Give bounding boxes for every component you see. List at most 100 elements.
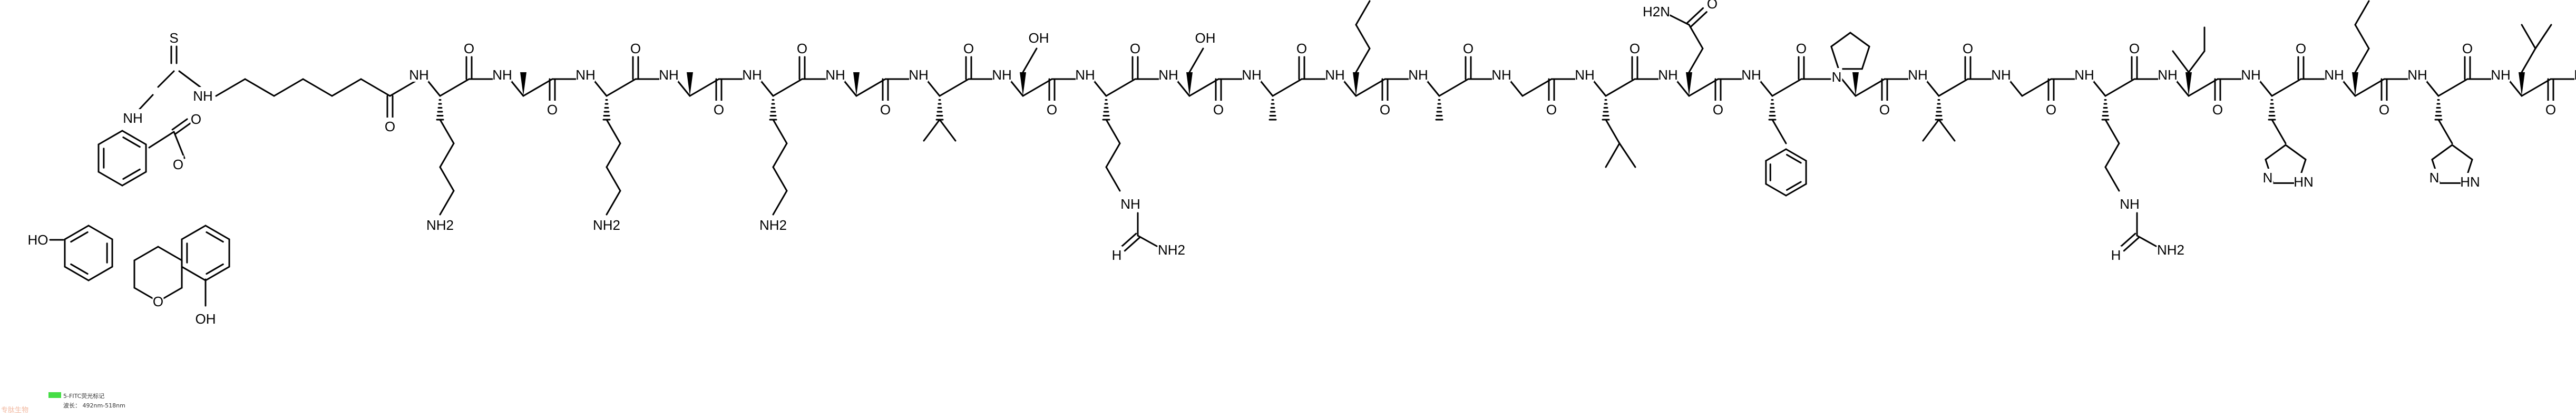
stereo-bond bbox=[687, 72, 693, 96]
backbone-bond bbox=[439, 78, 470, 97]
backbone-bond bbox=[2174, 78, 2190, 97]
backbone-carbonyl-oxygen: O bbox=[1463, 41, 1474, 56]
backbone-bond bbox=[1924, 78, 1940, 97]
atom-label-bg bbox=[168, 29, 180, 45]
backbone-nh: NH bbox=[409, 67, 429, 83]
backbone-carbonyl-oxygen: O bbox=[714, 102, 724, 118]
fitc-lactone-bond bbox=[148, 131, 175, 149]
histidine-side-chain bbox=[2437, 119, 2453, 144]
backbone-bond bbox=[2437, 78, 2468, 97]
backbone-nh: NH bbox=[2158, 67, 2178, 83]
backbone-bond bbox=[1258, 78, 1274, 97]
backbone-bond bbox=[1674, 78, 1690, 97]
backbone-bond bbox=[592, 78, 608, 97]
backbone-carbonyl-oxygen: O bbox=[2545, 102, 2556, 118]
atom-label-layer: OOOHOOHNHSNHONHONH2NHONHONH2NHONHONH2NHO… bbox=[28, 0, 2576, 327]
atom-label-bg bbox=[2045, 101, 2057, 116]
backbone-nh: NH bbox=[2324, 67, 2344, 83]
atom-label-bg bbox=[2158, 66, 2177, 82]
lysine-side-chain bbox=[772, 142, 788, 168]
lysine-side-chain bbox=[772, 166, 788, 192]
arginine-side-chain bbox=[2104, 142, 2120, 168]
phenyl-ring bbox=[1765, 148, 1787, 162]
backbone-bond bbox=[425, 78, 441, 97]
leucine-side-chain bbox=[1605, 142, 1621, 168]
backbone-carbonyl-oxygen: O bbox=[2296, 41, 2306, 56]
legend-wavelength: 波长： 492nm-518nm bbox=[63, 402, 125, 409]
backbone-bond bbox=[2340, 78, 2356, 97]
atom-label-bg bbox=[1159, 66, 1178, 82]
atom-label-bg bbox=[1462, 40, 1474, 55]
atom-label-bg bbox=[1658, 66, 1677, 82]
lysine-side-chain bbox=[606, 142, 621, 168]
backbone-bond bbox=[758, 78, 774, 97]
atom-label-bg bbox=[1129, 40, 1141, 55]
atom-label-bg bbox=[963, 40, 974, 55]
backbone-nh: NH bbox=[1658, 67, 1678, 83]
backbone-bond bbox=[1175, 78, 1191, 97]
backbone-nh: NH bbox=[1242, 67, 1262, 83]
backbone-bond bbox=[1758, 78, 1773, 97]
stereo-bond bbox=[2352, 72, 2358, 96]
stereo-bond bbox=[1353, 72, 1359, 96]
atom-label-bg bbox=[2491, 66, 2510, 82]
backbone-carbonyl-oxygen: O bbox=[464, 41, 474, 56]
atom-label-bg bbox=[2295, 40, 2307, 55]
backbone-nh: NH bbox=[2491, 67, 2511, 83]
phenyl-ring bbox=[1785, 148, 1807, 162]
lysine-side-chain bbox=[439, 166, 455, 192]
backbone-carbonyl-oxygen: O bbox=[547, 102, 558, 118]
arginine-side-chain bbox=[1355, 24, 1371, 50]
backbone-bond bbox=[1438, 78, 1469, 97]
atom-label-bg bbox=[1213, 101, 1224, 116]
atom-label-bg bbox=[493, 66, 512, 82]
backbone-bond bbox=[1091, 78, 1107, 97]
atom-label-bg bbox=[659, 66, 678, 82]
fitc-xanthene-left-ring bbox=[70, 263, 89, 275]
backbone-nh: NH bbox=[2241, 67, 2261, 83]
imidazole-n: N bbox=[2263, 170, 2273, 186]
atom-label-bg bbox=[2262, 169, 2273, 184]
thiocarbonyl-sulfur: S bbox=[169, 30, 178, 46]
hydroxyl-right: OH bbox=[196, 311, 216, 327]
backbone-nh: NH bbox=[1408, 67, 1428, 83]
backbone-nh: NH bbox=[1991, 67, 2011, 83]
atom-label-bg bbox=[1629, 40, 1641, 55]
phenylalanine-side-chain bbox=[1771, 119, 1787, 144]
atom-label-bg bbox=[1029, 29, 1048, 45]
backbone-bond bbox=[772, 78, 803, 97]
fitc-xanthene-right-ring bbox=[181, 225, 207, 240]
atom-label-bg bbox=[547, 101, 558, 116]
thiourea-nh-right: NH bbox=[193, 88, 213, 104]
serine-side-chain bbox=[1022, 47, 1038, 73]
proline-n: N bbox=[1832, 69, 1842, 85]
glutamine-amide-h2n: H2N bbox=[1643, 4, 1670, 20]
atom-label-bg bbox=[1796, 40, 1807, 55]
imidazole-nh: HN bbox=[2460, 174, 2480, 190]
backbone-bond bbox=[1841, 78, 1857, 97]
backbone-bond bbox=[1022, 78, 1053, 97]
backbone-bond bbox=[2354, 78, 2385, 97]
arginine-nh: NH bbox=[1120, 196, 1140, 212]
guanidine-amine: NH2 bbox=[2157, 242, 2184, 258]
thiourea-bond bbox=[178, 70, 201, 88]
atom-label-bg bbox=[630, 40, 641, 55]
thiourea-bond bbox=[157, 70, 175, 88]
fitc-xanthene-left-ring bbox=[87, 225, 113, 240]
glutamine-side-chain bbox=[1688, 47, 1704, 73]
backbone-bond bbox=[606, 78, 637, 97]
atom-label-bg bbox=[2120, 195, 2139, 211]
atom-label-bg bbox=[1992, 66, 2011, 82]
backbone-carbonyl-oxygen: O bbox=[1130, 41, 1140, 56]
atom-label-bg bbox=[992, 66, 1011, 82]
atom-label-bg bbox=[1546, 101, 1557, 116]
atom-label-bg bbox=[880, 101, 891, 116]
backbone-carbonyl-oxygen: O bbox=[1963, 41, 1973, 56]
atom-label-bg bbox=[193, 87, 212, 103]
watermark-text: 专肽生物 bbox=[1, 406, 28, 414]
legend-swatch bbox=[48, 392, 61, 398]
stereo-bond bbox=[1186, 72, 1193, 96]
imidazole-ring bbox=[2285, 144, 2307, 161]
backbone-carbonyl-oxygen: O bbox=[1213, 102, 1224, 118]
valine-side-chain bbox=[1938, 119, 1956, 142]
